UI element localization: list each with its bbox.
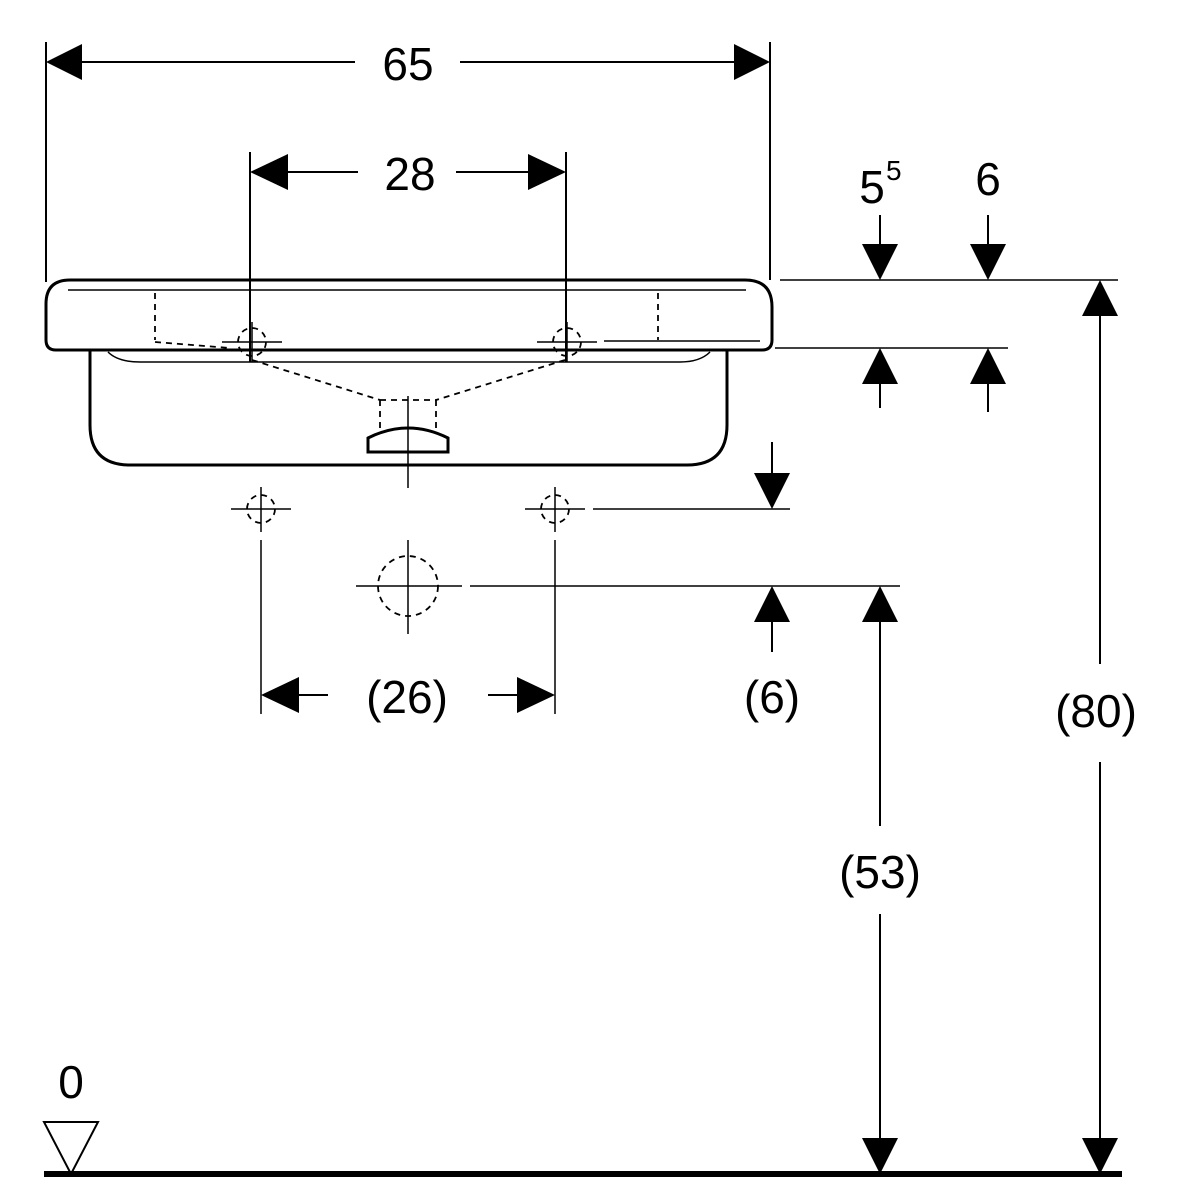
label-floor-level: 0 [58,1056,84,1108]
label-outlet-height: (53) [839,846,921,898]
label-total-height: (80) [1055,685,1137,737]
tap-hole-left [222,322,282,362]
supply-connection-right [525,487,585,532]
tap-hole-right [537,322,597,362]
label-rim-thickness-a-sup: 5 [886,155,902,186]
washbasin-body [44,278,774,488]
waste-outlet [356,540,462,634]
dim-connection-spacing: (26) [260,540,556,723]
dim-tap-hole-spacing: 28 [249,148,567,362]
dim-total-height: (80) [1055,280,1137,1174]
label-overall-width: 65 [382,38,433,90]
label-outlet-offset: (6) [744,671,800,723]
level-triangle-icon [42,1121,100,1177]
label-tap-hole-spacing: 28 [384,148,435,200]
dim-rim-thickness: 5 5 6 [775,153,1118,412]
supply-connection-left [231,487,291,532]
label-connection-spacing: (26) [366,671,448,723]
label-rim-thickness-a: 5 [859,161,885,213]
dim-outlet-height: (53) [839,586,921,1174]
dim-overall-width: 65 [45,38,771,282]
label-rim-thickness-b: 6 [975,153,1001,205]
floor-level: 0 [42,1056,1122,1177]
dim-outlet-offset: (6) [744,442,800,723]
